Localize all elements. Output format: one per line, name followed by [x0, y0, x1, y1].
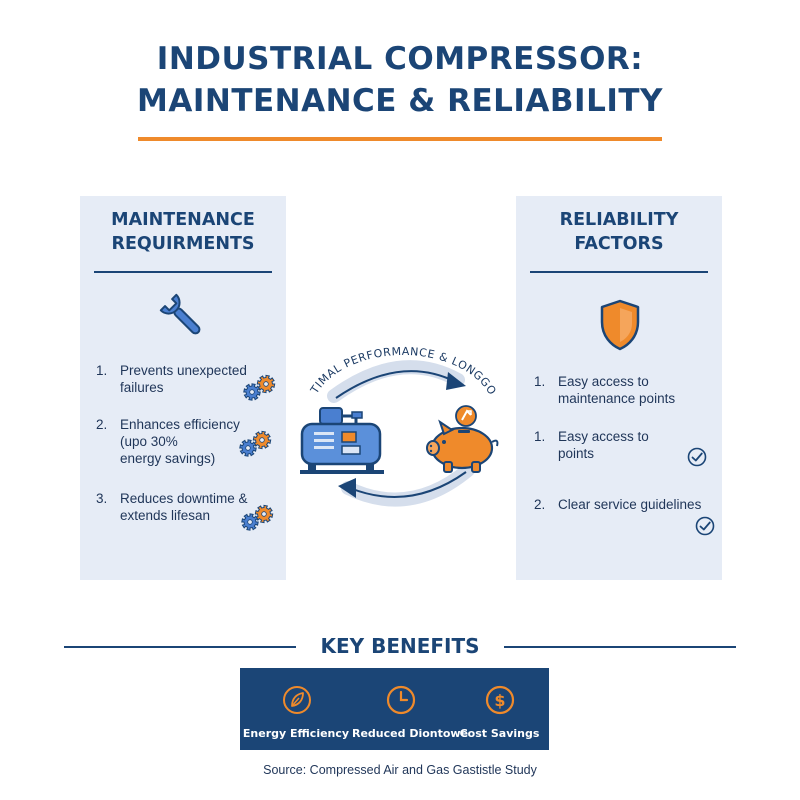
clock-icon	[386, 685, 416, 715]
gear-hub	[247, 519, 253, 525]
arc-label-text: OPTIMAL PERFORMANCE & LONGGOTY	[290, 320, 498, 398]
reliability-item-1: 1. Easy access to maintenance points	[534, 373, 714, 413]
item-text-line: Reduces downtime &	[120, 491, 248, 506]
source-note: Source: Compressed Air and Gas Gastistle…	[263, 763, 537, 777]
benefit-label: Cost Savings	[459, 727, 540, 740]
item-text: Clear service guidelines	[558, 496, 701, 513]
maintenance-item-3: 3. Reduces downtime & extends lifesan	[96, 490, 272, 530]
item-number: 2.	[96, 417, 108, 432]
item-text: Reduces downtime & extends lifesan	[120, 490, 248, 524]
gear-hub	[263, 381, 269, 387]
leaf-icon	[283, 686, 311, 714]
item-text-line: failures	[120, 380, 164, 395]
benefit-cost-savings: $ Cost Savings	[450, 668, 549, 750]
item-text-line: maintenance points	[558, 391, 676, 406]
arrowhead-right-icon	[446, 372, 466, 390]
title-line-1: INDUSTRIAL COMPRESSOR:	[156, 41, 644, 77]
maintenance-title-line-1: MAINTENANCE	[111, 210, 255, 230]
reliability-title-line-1: RELIABILITY	[559, 210, 679, 230]
svg-text:$: $	[494, 691, 505, 710]
item-number: 1.	[534, 374, 546, 389]
check-circle-icon	[695, 516, 715, 536]
reliability-title: RELIABILITY FACTORS	[516, 208, 722, 256]
item-number: 1.	[96, 363, 108, 378]
item-text-line: energy savings)	[120, 451, 216, 466]
key-benefits-rule-right	[504, 646, 736, 648]
maintenance-panel: MAINTENANCE REQUIRMENTS 1. Prevents unex…	[80, 196, 286, 580]
check-circle-icon	[687, 447, 707, 467]
performance-cycle: OPTIMAL PERFORMANCE & LONGGOTY	[290, 320, 499, 507]
item-text: Prevents unexpected failures	[120, 362, 247, 396]
item-text-line: Prevents unexpected	[120, 363, 247, 378]
key-benefits-rule-left	[64, 646, 296, 648]
maintenance-title: MAINTENANCE REQUIRMENTS	[80, 208, 286, 256]
reliability-divider	[530, 271, 708, 273]
item-text-line: Clear service guidelines	[558, 497, 702, 512]
gears-icon	[243, 374, 276, 401]
item-number: 1.	[534, 429, 546, 444]
reliability-panel: RELIABILITY FACTORS 1. Easy access to ma…	[516, 196, 722, 580]
gears-icon	[241, 504, 274, 531]
reliability-item-2: 1. Easy access to points	[534, 428, 714, 468]
maintenance-title-line-2: REQUIRMENTS	[111, 234, 255, 254]
item-text-line: points	[558, 446, 595, 461]
compressor-icon	[300, 407, 384, 474]
gear-hub	[259, 437, 265, 443]
benefit-energy-efficiency: Energy Efficiency	[240, 668, 352, 750]
dollar-icon: $	[485, 685, 515, 715]
item-number: 2.	[534, 497, 546, 512]
item-number: 3.	[96, 491, 108, 506]
maintenance-item-1: 1. Prevents unexpected failures	[96, 362, 272, 402]
cycle-arrow-top	[327, 360, 465, 403]
piggy-bank-icon	[426, 405, 499, 473]
key-benefits-box: Energy Efficiency Reduced Diontowe $ Cos…	[240, 668, 549, 750]
item-text-line: Enhances efficiency	[120, 417, 240, 432]
arrowhead-left-icon	[338, 478, 356, 498]
gear-hub	[261, 511, 267, 517]
item-text: Enhances efficiency (upo 30% energy savi…	[120, 416, 240, 467]
maintenance-divider	[94, 271, 272, 273]
gear-hub	[249, 389, 255, 395]
gears-icon	[239, 430, 272, 457]
item-text-line: extends lifesan	[120, 508, 211, 523]
shield-icon	[600, 299, 640, 351]
item-text-line: (upo 30%	[120, 434, 178, 449]
reliability-item-3: 2. Clear service guidelines	[534, 496, 720, 516]
title-underline	[138, 137, 662, 141]
title-line-2: MAINTENANCE & RELIABILITY	[137, 83, 663, 119]
item-text: Easy access to maintenance points	[558, 373, 675, 407]
item-text: Easy access to points	[558, 428, 649, 462]
wrench-icon	[159, 293, 201, 335]
benefit-reduced-downtime: Reduced Diontowe	[352, 668, 469, 750]
reliability-title-line-2: FACTORS	[574, 234, 664, 254]
benefit-label: Energy Efficiency	[242, 727, 350, 740]
item-text-line: Easy access to	[558, 429, 649, 444]
item-text-line: Easy access to	[558, 374, 649, 389]
arc-label: OPTIMAL PERFORMANCE & LONGGOTY	[290, 320, 499, 398]
gear-hub	[245, 445, 251, 451]
key-benefits-title: KEY BENEFITS	[320, 634, 480, 658]
maintenance-item-2: 2. Enhances efficiency (upo 30% energy s…	[96, 416, 272, 472]
benefit-label: Reduced Diontowe	[352, 727, 469, 740]
page-title: INDUSTRIAL COMPRESSOR: MAINTENANCE & REL…	[0, 38, 800, 122]
